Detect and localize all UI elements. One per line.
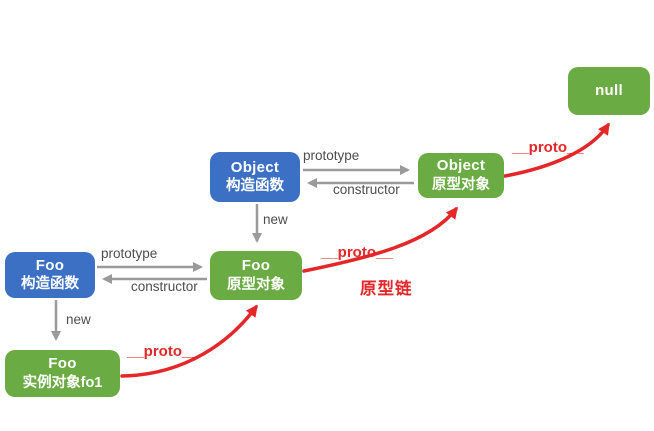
- node-subtitle: 实例对象fo1: [22, 374, 103, 391]
- node-title: Object: [436, 157, 486, 175]
- edge-label-prototype: prototype: [303, 148, 360, 163]
- node-title: Foo: [35, 256, 65, 274]
- arrow-proto-object-prototype-to-null: [503, 122, 610, 178]
- edge-label-constructor: constructor: [333, 182, 400, 197]
- node-subtitle: 原型对象: [227, 276, 285, 293]
- node-title: Foo: [48, 355, 77, 373]
- edge-label-proto: __proto__: [321, 244, 393, 261]
- arrow-proto-instance-to-foo-prototype: [120, 304, 258, 378]
- node-subtitle: 构造函数: [21, 276, 79, 293]
- edge-label-proto: __proto__: [127, 343, 199, 360]
- node-subtitle: 构造函数: [226, 178, 284, 195]
- node-object-prototype: Object 原型对象: [418, 153, 504, 198]
- edge-label-new: new: [66, 312, 91, 327]
- node-title: Object: [230, 158, 280, 176]
- arrow-proto-foo-prototype-to-object-prototype: [302, 206, 458, 273]
- prototype-chain-label: 原型链: [360, 280, 413, 298]
- node-object-constructor: Object 构造函数: [210, 152, 300, 202]
- edge-label-new: new: [263, 212, 288, 227]
- node-foo-prototype: Foo 原型对象: [210, 251, 302, 300]
- node-subtitle: 原型对象: [432, 176, 490, 193]
- node-foo-constructor: Foo 构造函数: [5, 252, 95, 298]
- edge-label-constructor: constructor: [131, 279, 198, 294]
- node-title: Foo: [241, 257, 271, 275]
- edge-label-proto: __proto__: [512, 139, 584, 156]
- node-null: null: [568, 67, 650, 115]
- node-title: null: [595, 82, 623, 100]
- edge-label-prototype: prototype: [101, 246, 158, 261]
- node-foo-instance: Foo 实例对象fo1: [5, 350, 120, 397]
